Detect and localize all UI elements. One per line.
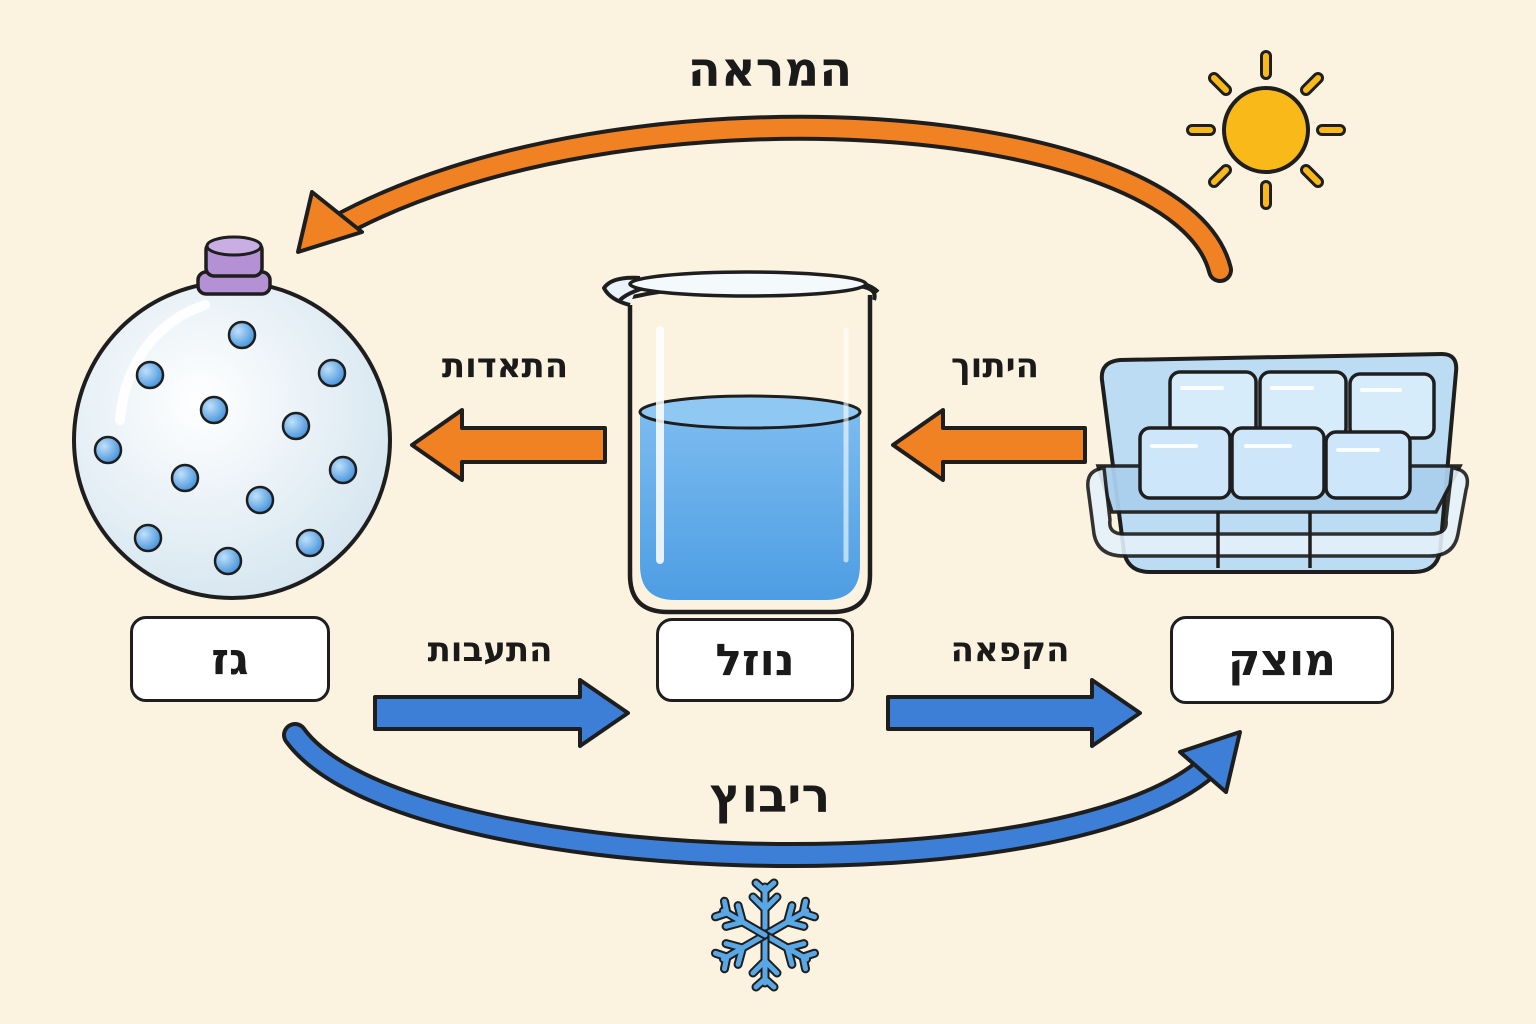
- condensation-label: התעבות: [427, 630, 553, 670]
- sun-icon: [1186, 50, 1346, 210]
- liquid-beaker-illustration: [602, 270, 880, 615]
- freezing-arrow: [886, 678, 1142, 748]
- gas-particles: [93, 320, 358, 576]
- snowflake-icon: [714, 878, 816, 987]
- deposition-arc-arrow: [282, 722, 1242, 869]
- sublimation-label: המראה: [687, 42, 853, 98]
- state-box-gas: גז: [130, 616, 330, 702]
- gas-flask-illustration: [72, 235, 392, 600]
- state-label-liquid: נוזל: [715, 634, 795, 686]
- deposition-label: ריבוץ: [709, 768, 831, 824]
- freezing-label: הקפאה: [950, 630, 1070, 670]
- state-box-solid: מוצק: [1170, 616, 1394, 704]
- state-label-solid: מוצק: [1227, 634, 1337, 686]
- melting-arrow: [891, 408, 1087, 482]
- state-box-liquid: נוזל: [656, 618, 854, 702]
- evaporation-arrow: [410, 408, 607, 482]
- melting-label: היתוך: [951, 346, 1039, 386]
- evaporation-label: התאדות: [441, 346, 569, 386]
- condensation-arrow: [373, 678, 630, 748]
- state-label-gas: גז: [211, 633, 249, 685]
- sublimation-arc-arrow: [296, 114, 1233, 283]
- solid-ice-tray-illustration: [1086, 351, 1470, 574]
